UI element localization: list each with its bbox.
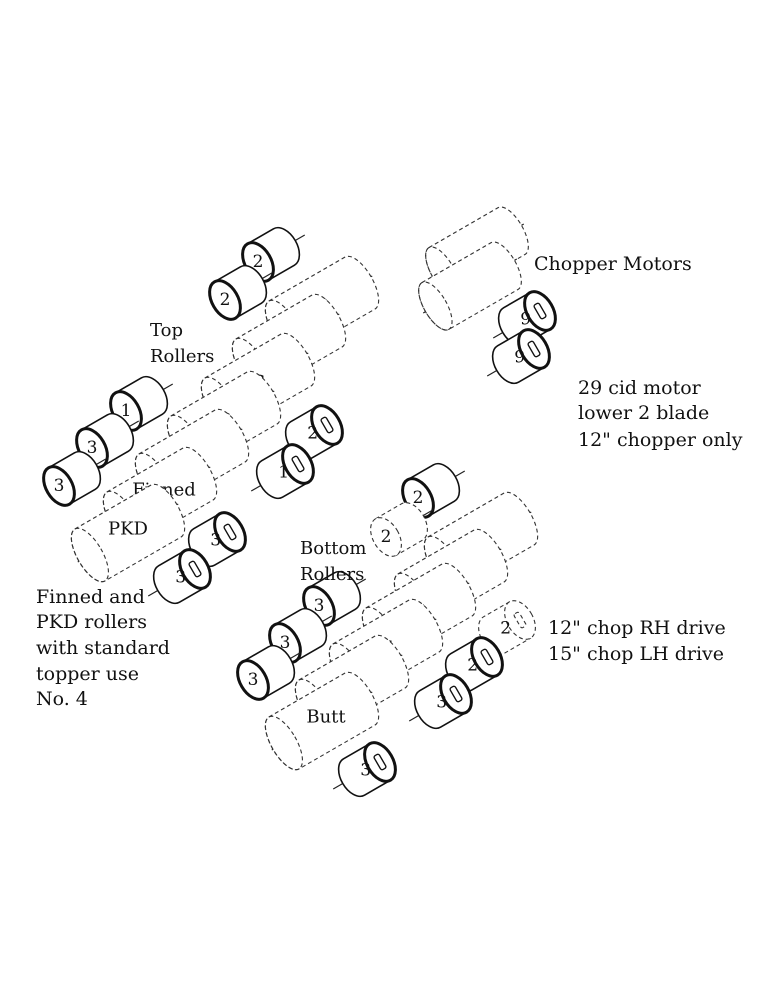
finned-note-line-5: No. 4 xyxy=(36,688,88,710)
motor-face xyxy=(370,517,402,557)
rollers-layer: DDCCAFinnedPKDEEEFFButt xyxy=(70,206,539,771)
motor-body xyxy=(213,264,268,320)
motor-1 xyxy=(250,443,315,500)
motor-slot xyxy=(320,416,334,434)
motor-number: 2 xyxy=(500,618,511,638)
motor-slot xyxy=(373,753,387,771)
bottom-rollers-label-2: Rollers xyxy=(300,564,364,585)
motor-3 xyxy=(332,741,397,798)
roller-shaft xyxy=(511,223,525,232)
roller-body xyxy=(418,241,522,331)
motor-note-line-3: 12" chopper only xyxy=(578,429,743,451)
motor-note-line-1: 29 cid motor xyxy=(578,377,702,399)
motor-number: 2 xyxy=(467,655,478,675)
bottom-rollers-label-1: Bottom xyxy=(300,538,366,559)
motor-slot xyxy=(533,302,547,320)
motor-3 xyxy=(268,607,333,664)
roller-label: PKD xyxy=(108,519,148,540)
motor-body xyxy=(241,644,296,700)
roller-end xyxy=(264,715,303,771)
motor-9 xyxy=(486,328,551,385)
roller-pkd xyxy=(70,483,186,583)
motor-3 xyxy=(408,673,473,730)
motor-number: 3 xyxy=(314,596,325,616)
motor-number: 3 xyxy=(210,530,221,550)
motor-number: 3 xyxy=(360,760,371,780)
motor-number: 3 xyxy=(436,692,447,712)
motor-body xyxy=(47,450,102,506)
motor-note-line-2: lower 2 blade xyxy=(578,402,709,424)
motor-number: 3 xyxy=(175,567,186,587)
roller-end xyxy=(70,527,109,583)
motor-2 xyxy=(208,264,273,321)
motor-number: 3 xyxy=(54,476,65,496)
motor-number: 2 xyxy=(381,527,392,547)
motor-3 xyxy=(236,644,301,701)
motor-body xyxy=(307,570,362,626)
motor-slot xyxy=(188,560,202,578)
motor-body xyxy=(246,226,301,282)
motor-9 xyxy=(492,290,557,347)
motor-body xyxy=(80,412,135,468)
finned-note-line-2: PKD rollers xyxy=(36,611,147,633)
chop-note-line-1: 12" chop RH drive xyxy=(548,617,726,639)
top-rollers-label-1: Top xyxy=(150,320,183,341)
motor-number: 2 xyxy=(307,423,318,443)
motor-face xyxy=(236,659,270,701)
motor-number: 2 xyxy=(413,488,424,508)
finned-note-line-3: with standard xyxy=(36,637,170,659)
motor-face xyxy=(208,279,242,321)
motor-body xyxy=(152,549,207,605)
motor-number: 3 xyxy=(248,670,259,690)
motor-3 xyxy=(182,511,247,568)
motor-3 xyxy=(42,450,107,507)
motor-number: 9 xyxy=(514,347,525,367)
top-rollers-label-2: Rollers xyxy=(150,346,214,367)
motor-2 xyxy=(401,462,466,519)
motor-face xyxy=(42,465,76,507)
roller-chopper-ghost xyxy=(418,241,522,331)
motor-body xyxy=(406,462,461,518)
motor-slot xyxy=(223,523,237,541)
motor-slot xyxy=(291,455,305,473)
chop-note-line-2: 15" chop LH drive xyxy=(548,643,724,665)
motor-slot xyxy=(449,685,463,703)
roller-butt xyxy=(264,671,380,771)
motor-slot xyxy=(480,648,494,666)
motor-number: 3 xyxy=(87,438,98,458)
roller-label: Butt xyxy=(306,707,346,728)
motor-body xyxy=(491,329,546,385)
motor-3 xyxy=(147,548,212,605)
motor-body xyxy=(114,375,169,431)
motor-body xyxy=(273,607,328,663)
finned-note-line-4: topper use xyxy=(36,663,139,685)
motor-number: 2 xyxy=(253,252,264,272)
motor-number: 9 xyxy=(520,309,531,329)
chopper-motors-label: Chopper Motors xyxy=(534,253,692,275)
motor-1 xyxy=(109,375,174,432)
motor-body xyxy=(374,502,428,556)
motor-number: 2 xyxy=(220,290,231,310)
motor-slot xyxy=(527,340,541,358)
motor-body xyxy=(413,674,468,730)
motor-body xyxy=(337,742,392,798)
motor-slot xyxy=(513,611,527,629)
motor-number: 1 xyxy=(121,401,132,421)
motor-number: 1 xyxy=(278,462,289,482)
finned-note-line-1: Finned and xyxy=(36,586,145,608)
motor-number: 3 xyxy=(280,633,291,653)
motor-2 xyxy=(439,636,504,693)
motor-body xyxy=(255,444,310,500)
motor-2 xyxy=(370,502,434,557)
